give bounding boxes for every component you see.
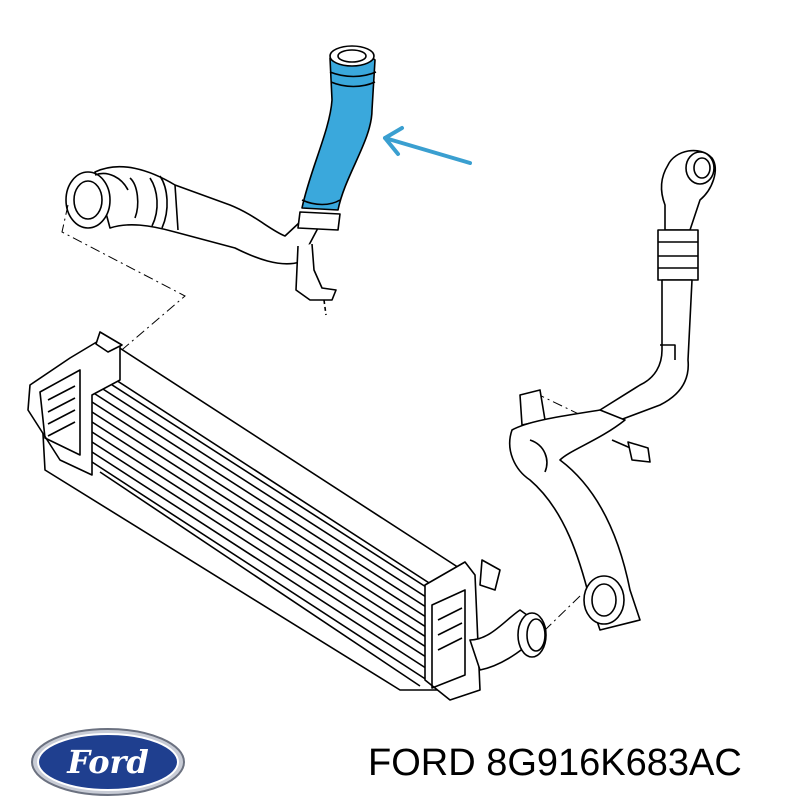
upper-left-hose (65, 165, 337, 316)
right-hose (508, 149, 716, 631)
pointer-arrow (383, 126, 472, 165)
logo-wordmark: Ford (66, 743, 149, 781)
part-number-caption: FORD 8G916K683AC (368, 742, 742, 784)
intercooler (27, 331, 547, 701)
center-lines (61, 204, 613, 631)
ford-logo: Ford (31, 728, 185, 796)
highlighted-hose (297, 45, 377, 231)
